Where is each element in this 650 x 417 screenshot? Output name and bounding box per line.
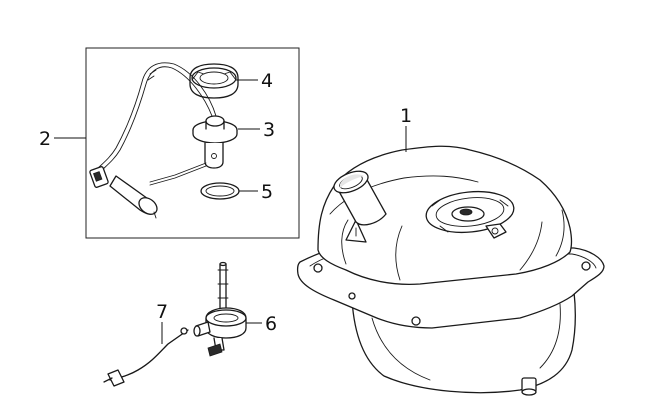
callout-1: 1 [400,105,412,127]
fuel-tank-part [296,145,605,396]
callout-labels: 1 2 3 4 5 6 7 [39,70,412,335]
callout-6: 6 [265,313,277,335]
float-and-connector [89,166,158,219]
lock-ring-part [189,63,239,99]
fuel-sender-assembly-frame [85,47,300,239]
callout-2: 2 [39,128,51,150]
callout-5: 5 [261,181,273,203]
sender-wire-harness [95,62,217,173]
callout-3: 3 [263,119,275,141]
fuel-hose-part [103,327,189,387]
callout-4: 4 [261,70,273,92]
callout-7: 7 [156,301,168,323]
o-ring-part [200,182,240,200]
fuel-valve-part [193,261,247,357]
fuel-sender-part [149,115,238,186]
leader-lines [54,79,407,344]
